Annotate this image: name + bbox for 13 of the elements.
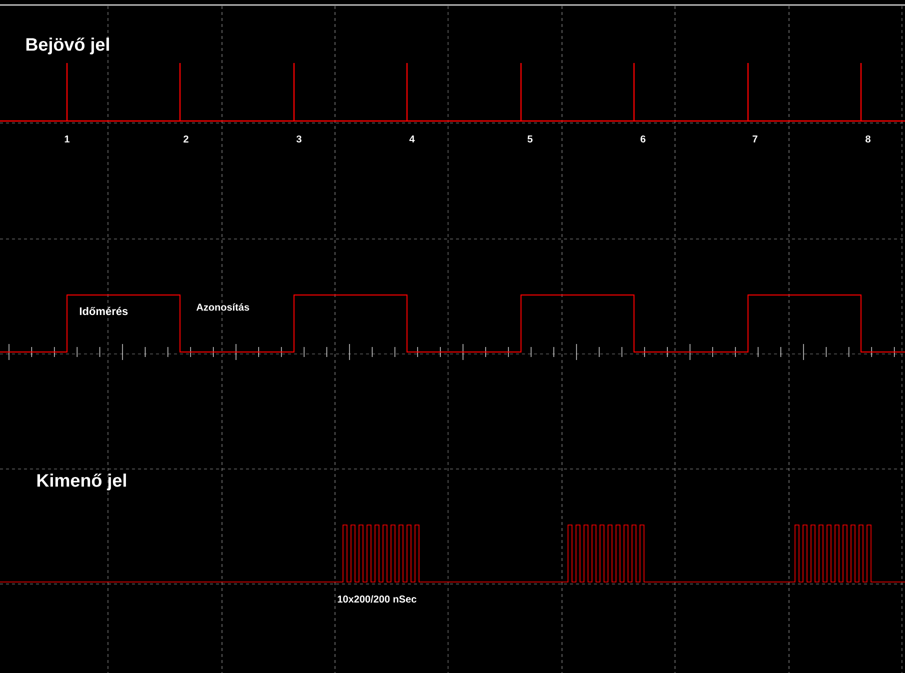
timing-label: 10x200/200 nSec — [338, 595, 416, 603]
pulse-number: 7 — [752, 136, 758, 142]
phase-label: Időmérés — [80, 306, 128, 316]
pulse-number: 6 — [640, 135, 646, 143]
pulse-number: 3 — [296, 135, 302, 143]
pulse-number: 5 — [528, 136, 532, 142]
pulse-number: 1 — [64, 136, 70, 142]
signal-title: Bejövő jel — [26, 38, 109, 54]
pulse-number: 4 — [409, 136, 415, 142]
phase-label: Azonosítás — [196, 303, 250, 311]
pulse-number: 8 — [866, 135, 870, 143]
pulse-number: 2 — [184, 136, 188, 142]
signal-title: Kimenő jel — [37, 474, 126, 490]
